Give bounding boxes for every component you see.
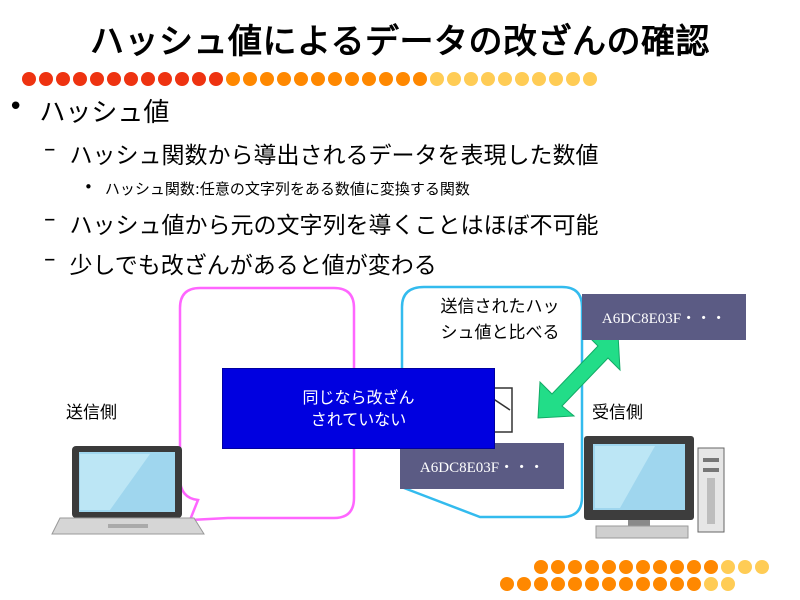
received-hash-value: A6DC8E03F・・・	[601, 310, 727, 327]
decorative-dot	[566, 72, 580, 86]
compare-instruction-text: 送信されたハッ シュ値と比べる	[420, 294, 580, 346]
decorative-dot	[704, 577, 718, 591]
decorative-dot	[619, 560, 633, 574]
decorative-dot	[585, 560, 599, 574]
decorative-dot	[721, 577, 735, 591]
decorative-dot	[583, 72, 597, 86]
decorative-dot	[670, 577, 684, 591]
decorative-dot	[670, 560, 684, 574]
decorative-dot	[294, 72, 308, 86]
decorative-dot	[500, 577, 514, 591]
decorative-dot	[226, 72, 240, 86]
decorative-dot	[755, 560, 769, 574]
decorative-dot	[22, 72, 36, 86]
decorative-dot	[209, 72, 223, 86]
result-line-1: 同じなら改ざん	[302, 387, 415, 407]
decorative-dots-bottom-2	[500, 577, 738, 591]
decorative-dot	[551, 560, 565, 574]
decorative-dot	[243, 72, 257, 86]
decorative-dot	[158, 72, 172, 86]
sub-sub-bullet: • ハッシュ関数:任意の文字列をある数値に変換する関数	[84, 178, 470, 199]
decorative-dot	[141, 72, 155, 86]
decorative-dot	[721, 560, 735, 574]
decorative-dot	[379, 72, 393, 86]
decorative-dot	[534, 577, 548, 591]
bullet-marker: •	[8, 92, 24, 122]
decorative-dot	[551, 577, 565, 591]
title-underline-dots	[22, 72, 600, 86]
decorative-dot	[56, 72, 70, 86]
decorative-dot	[175, 72, 189, 86]
decorative-dot	[396, 72, 410, 86]
sub-bullet-1: – ハッシュ関数から導出されるデータを表現した数値	[44, 136, 599, 170]
decorative-dot	[498, 72, 512, 86]
decorative-dot	[345, 72, 359, 86]
decorative-dot	[481, 72, 495, 86]
decorative-dot	[192, 72, 206, 86]
result-line-2: されていない	[310, 409, 407, 429]
sub-bullet-2: – ハッシュ値から元の文字列を導くことはほぼ不可能	[44, 206, 599, 240]
decorative-dot	[362, 72, 376, 86]
sub-bullet-text: 少しでも改ざんがあると値が変わる	[69, 253, 437, 279]
decorative-dot	[532, 72, 546, 86]
receiver-label: 受信側	[592, 403, 643, 423]
decorative-dot	[107, 72, 121, 86]
decorative-dot	[636, 577, 650, 591]
compare-instruction-line-2: シュ値と比べる	[440, 323, 560, 343]
sub-sub-bullet-marker: •	[84, 178, 93, 196]
sender-label: 送信側	[66, 403, 117, 423]
decorative-dot	[73, 72, 87, 86]
decorative-dot	[430, 72, 444, 86]
result-box: 同じなら改ざん されていない	[222, 368, 495, 449]
received-hash-box: A6DC8E03F・・・	[582, 294, 746, 340]
sub-bullet-marker: –	[44, 136, 56, 162]
decorative-dot	[464, 72, 478, 86]
sub-bullet-text: ハッシュ値から元の文字列を導くことはほぼ不可能	[69, 213, 599, 239]
decorative-dot	[653, 577, 667, 591]
computed-hash-box: A6DC8E03F・・・	[400, 443, 564, 489]
decorative-dot	[568, 560, 582, 574]
decorative-dot	[277, 72, 291, 86]
decorative-dot	[447, 72, 461, 86]
decorative-dot	[515, 72, 529, 86]
computed-hash-value: A6DC8E03F・・・	[419, 459, 545, 476]
desktop-computer-icon	[584, 436, 725, 539]
bullet-text: ハッシュ値	[39, 98, 170, 128]
sub-sub-bullet-text: ハッシュ関数:任意の文字列をある数値に変換する関数	[104, 180, 470, 198]
laptop-icon	[51, 446, 205, 535]
decorative-dot	[549, 72, 563, 86]
decorative-dot	[260, 72, 274, 86]
sub-bullet-3: – 少しでも改ざんがあると値が変わる	[44, 246, 437, 280]
decorative-dot	[534, 560, 548, 574]
bullet-hash-value: • ハッシュ値	[8, 92, 169, 129]
decorative-dot	[124, 72, 138, 86]
decorative-dot	[738, 560, 752, 574]
decorative-dot	[585, 577, 599, 591]
decorative-dot	[636, 560, 650, 574]
sub-bullet-marker: –	[44, 246, 56, 272]
double-arrow-icon	[537, 333, 621, 419]
decorative-dot	[619, 577, 633, 591]
decorative-dot	[328, 72, 342, 86]
sub-bullet-text: ハッシュ関数から導出されるデータを表現した数値	[69, 143, 599, 169]
slide-title: ハッシュ値によるデータの改ざんの確認	[90, 22, 710, 62]
decorative-dot	[517, 577, 531, 591]
decorative-dot	[687, 560, 701, 574]
decorative-dot	[311, 72, 325, 86]
decorative-dots-bottom-1	[534, 560, 772, 574]
decorative-dot	[704, 560, 718, 574]
decorative-dot	[568, 577, 582, 591]
decorative-dot	[602, 577, 616, 591]
compare-instruction-line-1: 送信されたハッ	[440, 297, 560, 317]
decorative-dot	[653, 560, 667, 574]
decorative-dot	[413, 72, 427, 86]
decorative-dot	[39, 72, 53, 86]
decorative-dot	[687, 577, 701, 591]
decorative-dot	[90, 72, 104, 86]
decorative-dot	[602, 560, 616, 574]
sub-bullet-marker: –	[44, 206, 56, 232]
